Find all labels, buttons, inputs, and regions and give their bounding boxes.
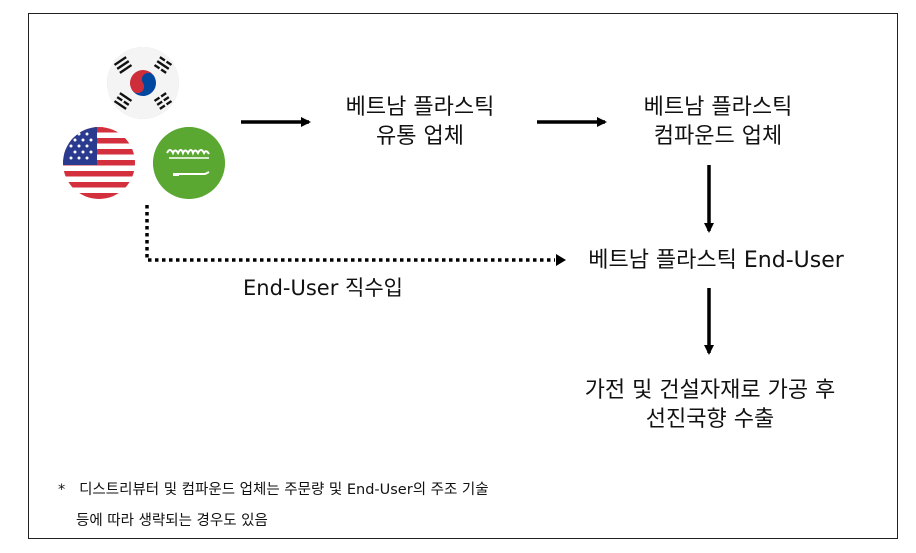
- node-distributor: 베트남 플라스틱 유통 업체: [320, 93, 520, 151]
- footnote-line2: 등에 따라 생략되는 경우도 있음: [76, 509, 268, 530]
- arrow-direct-import-dotted: [145, 205, 555, 262]
- usa-flag-icon: [63, 127, 135, 199]
- node-export-line1: 가전 및 건설자재로 가공 후: [584, 378, 836, 403]
- node-export-line2: 선진국향 수출: [645, 407, 775, 432]
- diagram-frame: [28, 13, 898, 539]
- node-export: 가전 및 건설자재로 가공 후 선진국향 수출: [552, 376, 868, 434]
- footnote-marker: *: [58, 482, 66, 498]
- footnote-text-2: 등에 따라 생략되는 경우도 있음: [76, 513, 268, 529]
- node-distributor-line2: 유통 업체: [376, 124, 464, 149]
- node-end-user: 베트남 플라스틱 End-User: [568, 246, 864, 275]
- node-end-user-line1: 베트남 플라스틱 End-User: [588, 248, 844, 273]
- saudi-flag-icon: [153, 127, 225, 199]
- direct-import-label: End-User 직수입: [243, 276, 403, 300]
- node-compounder-line1: 베트남 플라스틱: [643, 95, 793, 120]
- footnote-line1: * 디스트리뷰터 및 컴파운드 업체는 주문량 및 End-User의 주조 기…: [58, 478, 489, 499]
- node-compounder: 베트남 플라스틱 컴파운드 업체: [618, 93, 818, 151]
- node-compounder-line2: 컴파운드 업체: [653, 124, 783, 149]
- korea-flag-icon: [107, 47, 179, 119]
- node-distributor-line1: 베트남 플라스틱: [345, 95, 495, 120]
- footnote-text-1: 디스트리뷰터 및 컴파운드 업체는 주문량 및 End-User의 주조 기술: [79, 482, 489, 498]
